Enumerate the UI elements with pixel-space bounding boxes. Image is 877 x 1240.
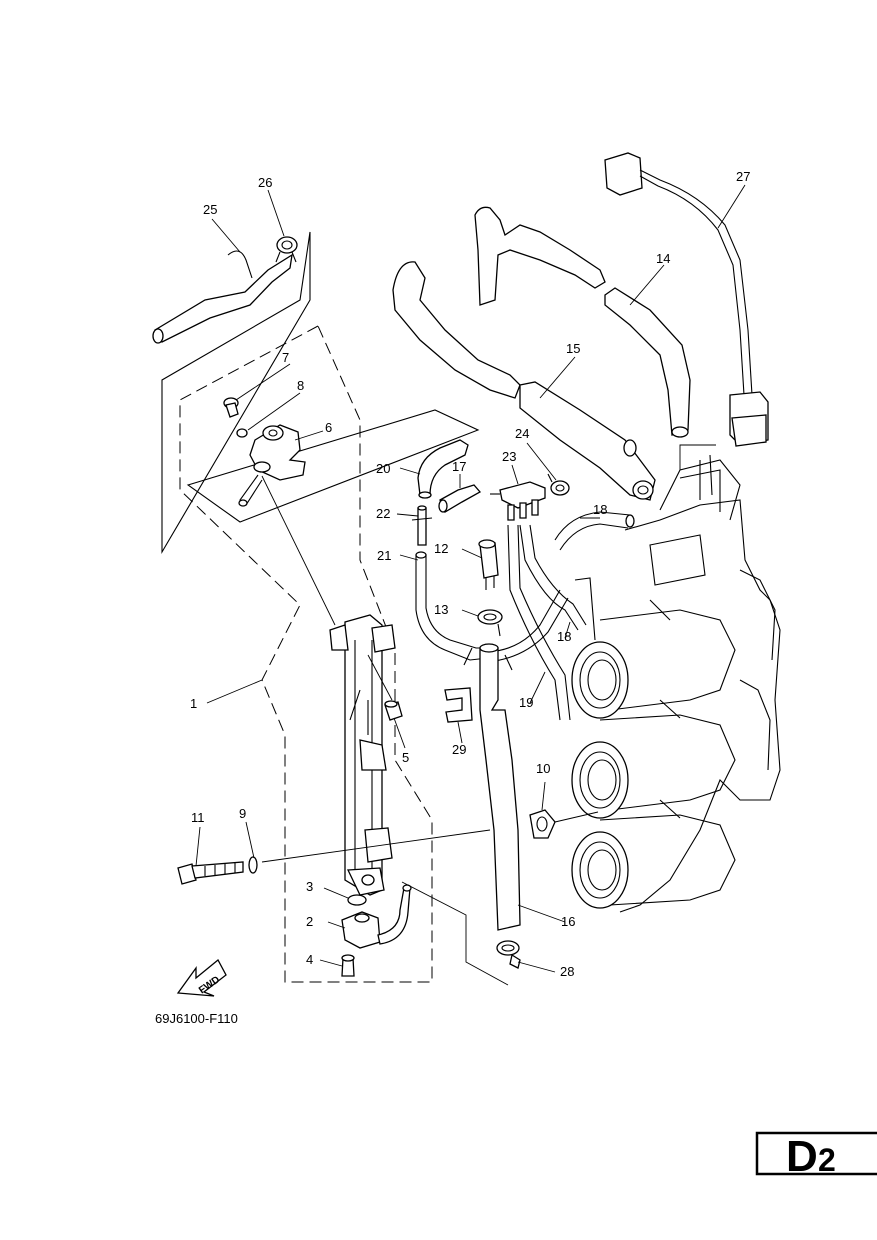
throttle-bore-middle bbox=[571, 741, 629, 819]
callout-19: 19 bbox=[519, 695, 533, 710]
regulator-frame bbox=[186, 409, 480, 523]
clamp-24 bbox=[547, 473, 570, 496]
callout-25: 25 bbox=[203, 202, 217, 217]
fuel-rail-assembly-outline bbox=[179, 325, 433, 983]
clip-29 bbox=[444, 687, 473, 723]
page-tag: D 2 bbox=[755, 1131, 877, 1181]
washer-9 bbox=[248, 856, 258, 874]
hose-25 bbox=[152, 250, 293, 344]
hose-16 bbox=[463, 643, 521, 931]
callout-27: 27 bbox=[736, 169, 750, 184]
callout-6: 6 bbox=[325, 420, 332, 435]
callout-16: 16 bbox=[561, 914, 575, 929]
regulator-connection-line bbox=[261, 475, 393, 701]
bolt-4 bbox=[341, 954, 355, 977]
pressure-regulator-6 bbox=[238, 424, 306, 507]
callout-12: 12 bbox=[434, 541, 448, 556]
callout-15: 15 bbox=[566, 341, 580, 356]
clamp-26 bbox=[275, 236, 298, 263]
callout-24: 24 bbox=[515, 426, 529, 441]
callout-13: 13 bbox=[434, 602, 448, 617]
fwd-arrow-icon: FWD bbox=[176, 958, 227, 997]
hose-14 bbox=[474, 206, 691, 438]
clamp-13 bbox=[477, 609, 503, 637]
bolt-11 bbox=[177, 861, 244, 885]
throttle-body-assembly bbox=[599, 454, 781, 913]
callout-18b: 18 bbox=[557, 629, 571, 644]
hose-19 bbox=[507, 524, 571, 721]
clamp-28 bbox=[496, 940, 521, 969]
callout-21: 21 bbox=[377, 548, 391, 563]
throttle-bore-bottom bbox=[571, 831, 629, 909]
hose-15 bbox=[392, 261, 656, 501]
callout-3: 3 bbox=[306, 879, 313, 894]
callout-22: 22 bbox=[376, 506, 390, 521]
o-ring-3 bbox=[347, 894, 367, 906]
callout-28: 28 bbox=[560, 964, 574, 979]
fitting-2 bbox=[341, 884, 412, 949]
part-code-label: 69J6100-F110 bbox=[155, 1011, 238, 1026]
filter-12 bbox=[478, 539, 499, 590]
connection-lines bbox=[401, 444, 716, 986]
callout-7: 7 bbox=[282, 350, 289, 365]
joint-23 bbox=[490, 481, 546, 521]
callout-18a: 18 bbox=[593, 502, 607, 517]
hose-18 bbox=[519, 511, 635, 641]
callout-numbers: 1 2 3 4 5 6 7 8 9 10 11 12 13 14 15 16 1… bbox=[190, 169, 750, 979]
hose-17 bbox=[438, 484, 482, 513]
joint-22 bbox=[411, 505, 433, 546]
callout-20: 20 bbox=[376, 461, 390, 476]
callout-29: 29 bbox=[452, 742, 466, 757]
bolt-alignment-line bbox=[261, 829, 491, 863]
hose-20 bbox=[417, 439, 469, 499]
callout-26: 26 bbox=[258, 175, 272, 190]
callout-5: 5 bbox=[402, 750, 409, 765]
harness-27 bbox=[604, 152, 769, 447]
callout-8: 8 bbox=[297, 378, 304, 393]
fuel-rail bbox=[329, 614, 396, 896]
throttle-bore-top bbox=[571, 641, 629, 719]
callout-1: 1 bbox=[190, 696, 197, 711]
callout-2: 2 bbox=[306, 914, 313, 929]
callout-4: 4 bbox=[306, 952, 313, 967]
callout-leaders bbox=[195, 184, 746, 973]
page-tag-letter: D bbox=[786, 1132, 818, 1181]
callout-23: 23 bbox=[502, 449, 516, 464]
washer-8 bbox=[236, 428, 248, 438]
callout-14: 14 bbox=[656, 251, 670, 266]
callout-10: 10 bbox=[536, 761, 550, 776]
hose-25-frame bbox=[161, 231, 311, 555]
screw-7 bbox=[223, 397, 239, 418]
callout-17: 17 bbox=[452, 459, 466, 474]
damper-10 bbox=[529, 809, 556, 839]
callout-11: 11 bbox=[191, 810, 205, 825]
injector-5 bbox=[384, 700, 403, 721]
callout-9: 9 bbox=[239, 806, 246, 821]
page-tag-number: 2 bbox=[818, 1142, 836, 1178]
